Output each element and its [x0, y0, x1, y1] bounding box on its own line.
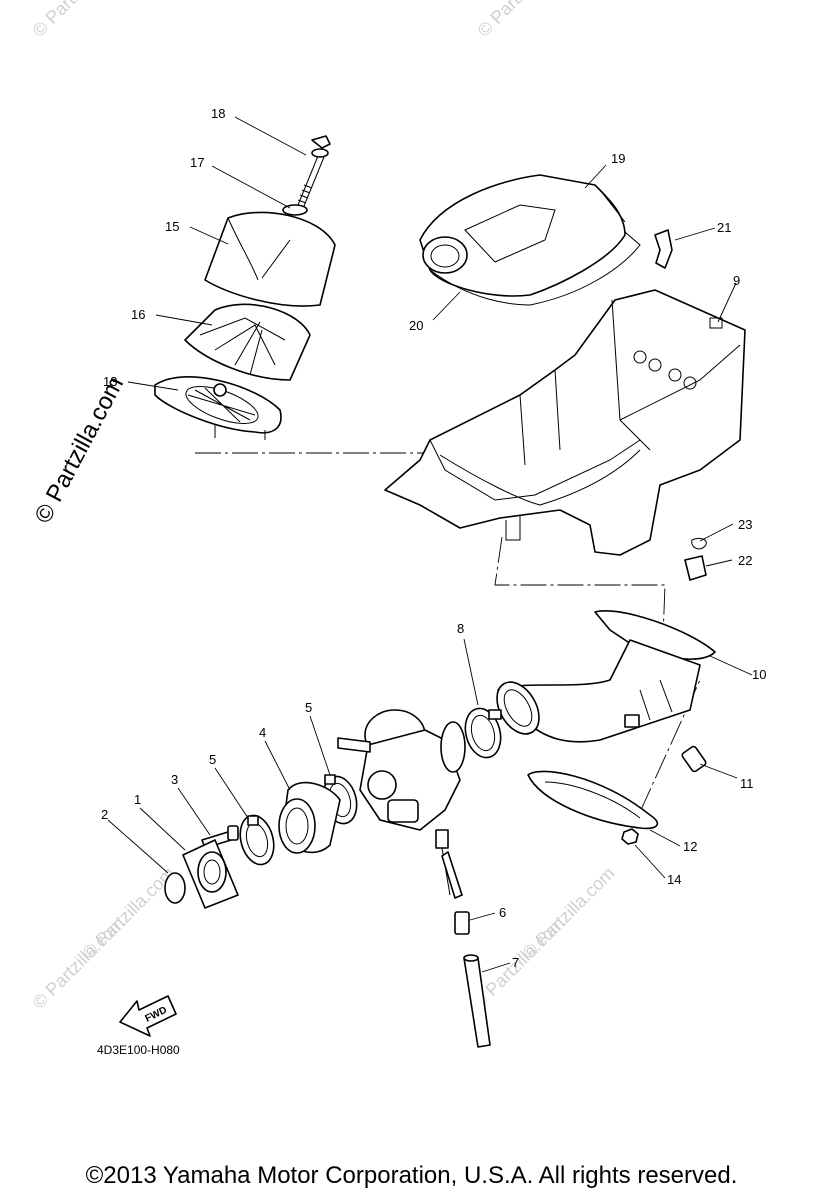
callout-8: 8: [457, 621, 464, 636]
callout-1: 1: [134, 792, 141, 807]
part-20-cover-gasket[interactable]: [429, 231, 641, 306]
callout-6: 6: [499, 905, 506, 920]
drawing-code: 4D3E100-H080: [97, 1043, 180, 1057]
callout-22: 22: [738, 553, 752, 568]
callout-11: 11: [740, 776, 754, 791]
callout-19: 19: [611, 151, 625, 166]
part-22-clamp[interactable]: [684, 555, 707, 581]
part-7-hose[interactable]: [463, 954, 491, 1048]
callout-15: 15: [165, 219, 179, 234]
part-23-pin[interactable]: [691, 537, 707, 550]
callout-5-left: 5: [209, 752, 216, 767]
callout-16: 16: [131, 307, 145, 322]
part-11-screw[interactable]: [681, 745, 707, 773]
callout-23: 23: [738, 517, 752, 532]
fwd-arrow-icon: FWD: [119, 995, 177, 1037]
part-18-wing-bolt[interactable]: [297, 135, 331, 207]
callout-18: 18: [211, 106, 225, 121]
part-9-air-box-case[interactable]: [384, 289, 746, 556]
part-12-gasket-plate[interactable]: [527, 770, 659, 830]
part-1-manifold-flange[interactable]: [182, 839, 239, 909]
callout-13: 13: [103, 374, 117, 389]
watermark-faint: © Partzilla.com: [29, 0, 129, 41]
callout-10: 10: [752, 667, 766, 682]
callout-21: 21: [717, 220, 731, 235]
part-15-filter-element[interactable]: [204, 211, 336, 307]
part-10-joint-duct[interactable]: [488, 610, 716, 743]
callout-17: 17: [190, 155, 204, 170]
callout-20: 20: [409, 318, 423, 333]
part-13-filter-base[interactable]: [154, 376, 282, 440]
part-8-clamp[interactable]: [460, 704, 506, 761]
watermark-faint: © Partzilla.com: [519, 863, 619, 963]
callout-leaders: [107, 116, 753, 973]
callout-14: 14: [667, 872, 681, 887]
part-6-fitting[interactable]: [454, 911, 470, 935]
callout-3: 3: [171, 772, 178, 787]
part-4-carburetor-joint[interactable]: [278, 781, 341, 854]
callout-12: 12: [683, 839, 697, 854]
watermark-main: © Partzilla.com: [29, 372, 129, 527]
watermark-faint: © Partzilla.com: [474, 0, 574, 41]
part-5-clamp-left[interactable]: [235, 812, 279, 869]
part-14-nut[interactable]: [621, 828, 639, 845]
part-21-clip[interactable]: [654, 229, 673, 269]
callout-9: 9: [733, 273, 740, 288]
part-16-filter-cage[interactable]: [184, 303, 311, 381]
watermark-faint: © Partzilla.com: [79, 863, 179, 963]
callout-5-right: 5: [305, 700, 312, 715]
callout-7: 7: [512, 955, 519, 970]
callout-numbers: 18 17 15 16 13 19 20 21 9 23 22 8 10 11 …: [101, 106, 766, 970]
part-19-air-box-cover[interactable]: [419, 174, 626, 297]
part-2-o-ring[interactable]: [164, 872, 186, 904]
callout-4: 4: [259, 725, 266, 740]
callout-2: 2: [101, 807, 108, 822]
copyright-notice: ©2013 Yamaha Motor Corporation, U.S.A. A…: [85, 1162, 738, 1189]
carburetor-assembly[interactable]: [337, 709, 466, 899]
